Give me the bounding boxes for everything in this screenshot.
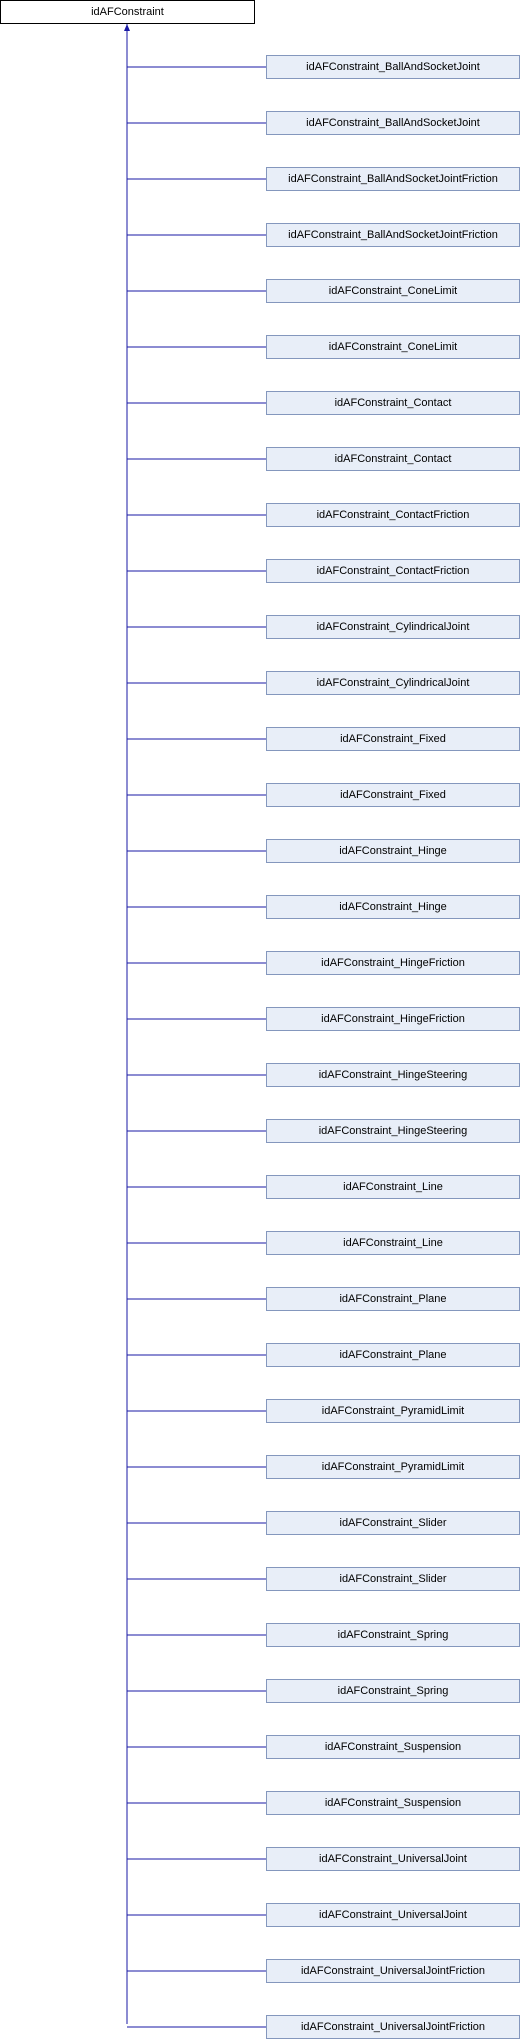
class-node[interactable]: idAFConstraint_Fixed [266, 727, 520, 751]
class-node[interactable]: idAFConstraint_PyramidLimit [266, 1399, 520, 1423]
class-node[interactable]: idAFConstraint_BallAndSocketJoint [266, 55, 520, 79]
inheritance-arrowhead [124, 24, 130, 31]
class-node[interactable]: idAFConstraint_UniversalJointFriction [266, 2015, 520, 2039]
class-node[interactable]: idAFConstraint_Hinge [266, 839, 520, 863]
class-node[interactable]: idAFConstraint_ContactFriction [266, 559, 520, 583]
class-node[interactable]: idAFConstraint_Suspension [266, 1735, 520, 1759]
class-node[interactable]: idAFConstraint_Spring [266, 1623, 520, 1647]
class-node[interactable]: idAFConstraint_Suspension [266, 1791, 520, 1815]
class-node[interactable]: idAFConstraint_Line [266, 1175, 520, 1199]
class-node[interactable]: idAFConstraint_Line [266, 1231, 520, 1255]
class-node[interactable]: idAFConstraint_BallAndSocketJoint [266, 111, 520, 135]
class-node[interactable]: idAFConstraint_CylindricalJoint [266, 615, 520, 639]
class-node[interactable]: idAFConstraint_ContactFriction [266, 503, 520, 527]
class-node[interactable]: idAFConstraint_HingeFriction [266, 951, 520, 975]
class-node[interactable]: idAFConstraint_Hinge [266, 895, 520, 919]
class-node[interactable]: idAFConstraint_HingeFriction [266, 1007, 520, 1031]
class-node[interactable]: idAFConstraint_Fixed [266, 783, 520, 807]
class-node[interactable]: idAFConstraint_CylindricalJoint [266, 671, 520, 695]
class-node[interactable]: idAFConstraint_HingeSteering [266, 1119, 520, 1143]
class-node[interactable]: idAFConstraint_BallAndSocketJointFrictio… [266, 223, 520, 247]
root-node[interactable]: idAFConstraint [0, 0, 255, 24]
class-node[interactable]: idAFConstraint_Slider [266, 1567, 520, 1591]
class-node[interactable]: idAFConstraint_UniversalJoint [266, 1903, 520, 1927]
class-node[interactable]: idAFConstraint_UniversalJointFriction [266, 1959, 520, 1983]
class-node[interactable]: idAFConstraint_UniversalJoint [266, 1847, 520, 1871]
class-node[interactable]: idAFConstraint_PyramidLimit [266, 1455, 520, 1479]
class-node[interactable]: idAFConstraint_ConeLimit [266, 335, 520, 359]
class-node[interactable]: idAFConstraint_BallAndSocketJointFrictio… [266, 167, 520, 191]
branch-lines [127, 66, 266, 2028]
class-node[interactable]: idAFConstraint_HingeSteering [266, 1063, 520, 1087]
class-node[interactable]: idAFConstraint_Slider [266, 1511, 520, 1535]
class-node[interactable]: idAFConstraint_Contact [266, 391, 520, 415]
class-node[interactable]: idAFConstraint_Plane [266, 1343, 520, 1367]
class-node[interactable]: idAFConstraint_Spring [266, 1679, 520, 1703]
class-node[interactable]: idAFConstraint_Plane [266, 1287, 520, 1311]
class-node[interactable]: idAFConstraint_Contact [266, 447, 520, 471]
class-node[interactable]: idAFConstraint_ConeLimit [266, 279, 520, 303]
